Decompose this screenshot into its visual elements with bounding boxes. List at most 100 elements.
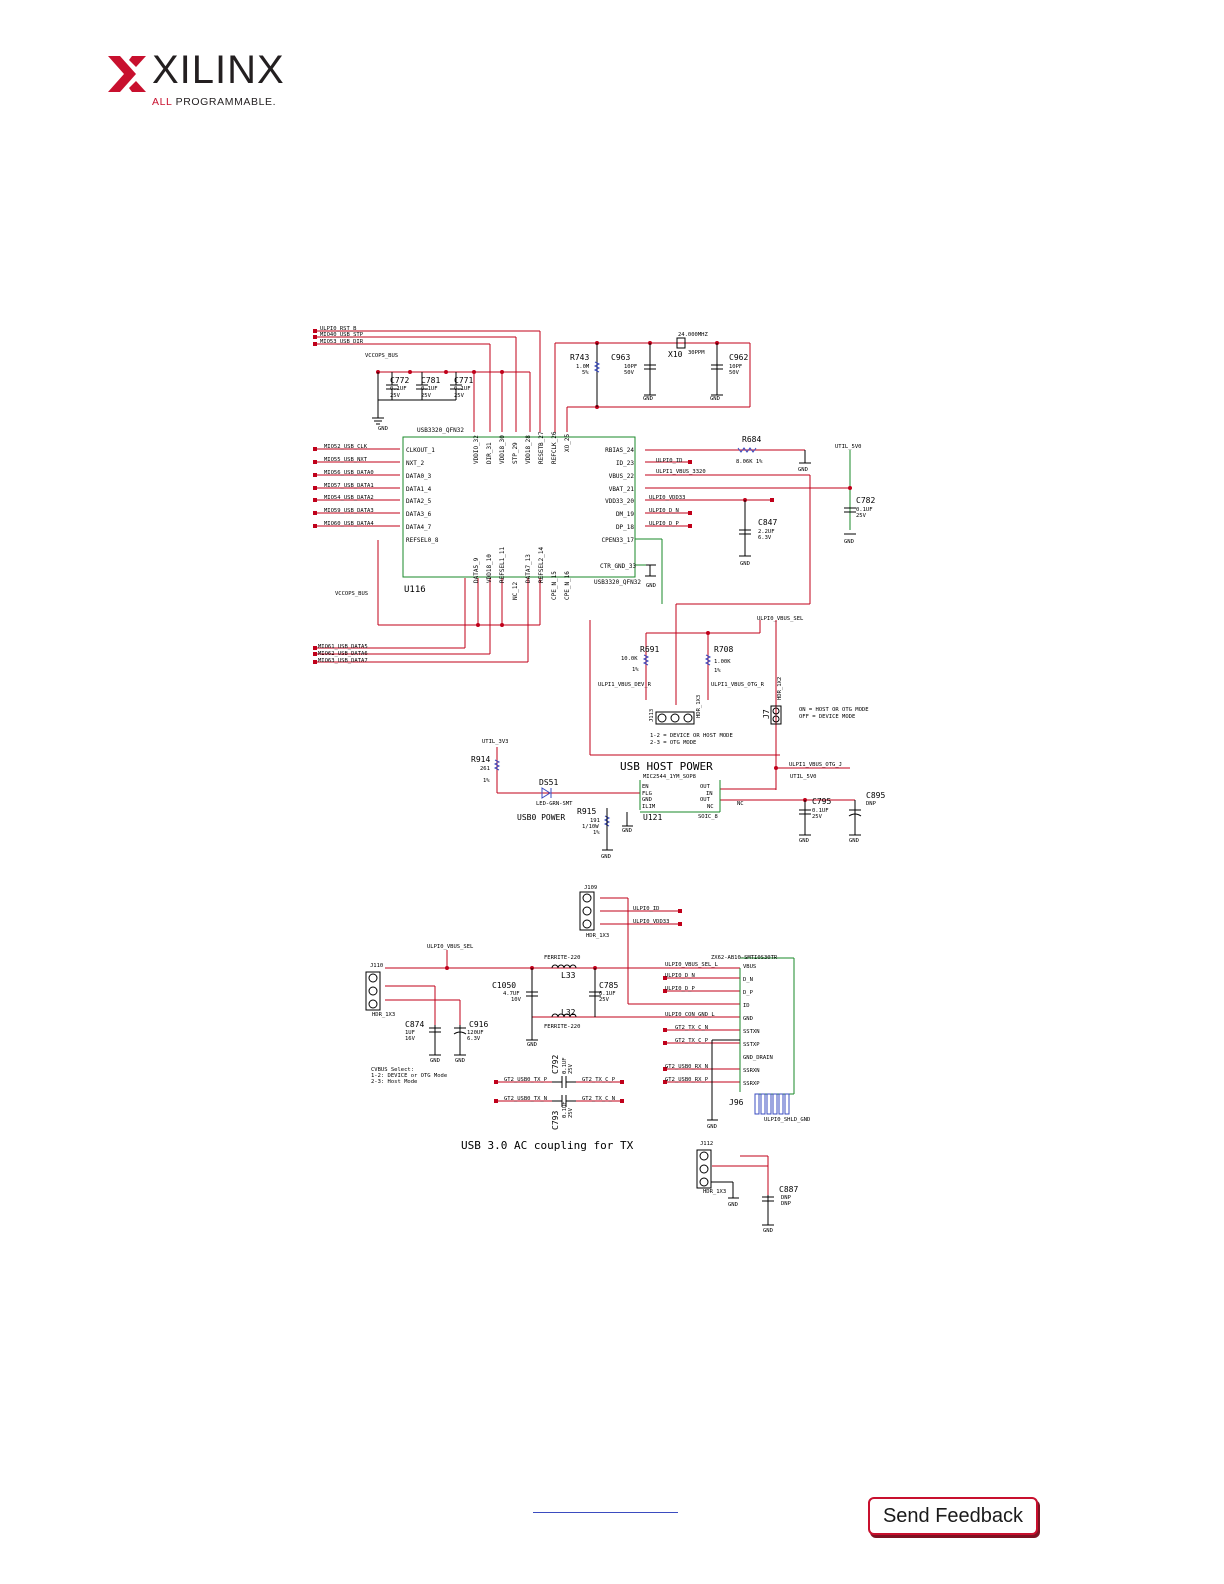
gnd-label: GND xyxy=(844,539,854,545)
gnd-label: GND xyxy=(527,1042,537,1048)
ac-coupling-caption: USB 3.0 AC coupling for TX xyxy=(461,1139,634,1152)
u116-pin-left: DATA1_4 xyxy=(406,486,432,493)
ds51-ref: DS51 xyxy=(539,778,558,787)
gnd-label: GND xyxy=(728,1202,738,1208)
x10-ppm: 30PPM xyxy=(688,350,705,356)
l33-ref: L33 xyxy=(561,971,576,980)
gnd-label: GND xyxy=(455,1058,465,1064)
c781-val: 0.1UF xyxy=(421,386,438,392)
gnd-label: GND xyxy=(710,396,720,402)
j113-note: 1-2 = DEVICE OR HOST MODE xyxy=(650,733,733,739)
footer-link[interactable] xyxy=(533,1512,678,1513)
net-label: ULPI0_D_P xyxy=(649,521,679,527)
u121-pin: ILIM xyxy=(642,804,656,810)
c887-v: DNP xyxy=(781,1201,792,1207)
j112-ref: J112 xyxy=(700,1141,713,1147)
u121-pin: OUT xyxy=(700,797,711,803)
u116-pin-right: CPEN33_17 xyxy=(601,537,634,544)
j96-pin: SSRXP xyxy=(743,1081,760,1087)
u116-pin-top: XO_25 xyxy=(564,434,571,452)
c895-ref: C895 xyxy=(866,791,885,800)
u116-pin-right: VBAT_21 xyxy=(609,486,635,493)
c874-v: 16V xyxy=(405,1036,416,1042)
net-label: MIO60_USB_DATA4 xyxy=(324,521,374,527)
u121-pin: OUT xyxy=(700,784,711,790)
c792-ref: C792 xyxy=(551,1055,560,1074)
c847-val: 2.2UF xyxy=(758,529,775,535)
util-5v0: UTIL_5V0 xyxy=(835,444,862,450)
net-label: GT2_TX_C_P xyxy=(675,1038,709,1044)
u116-pin-bottom: VDD18_10 xyxy=(486,554,493,583)
j96-pin: GND_DRAIN xyxy=(743,1055,773,1061)
c793-ref: C793 xyxy=(551,1111,560,1130)
u121-pkg: SOIC_8 xyxy=(698,814,718,820)
c1050-ref: C1050 xyxy=(492,981,516,990)
u116-pin-left: DATA4_7 xyxy=(406,524,432,531)
c771-val: 0.1UF xyxy=(454,386,471,392)
u116-pin-right: DP_18 xyxy=(616,524,634,531)
r915-tol: 1% xyxy=(593,830,600,836)
net-label: MIO62_USB_DATA6 xyxy=(318,651,368,657)
r684-ref: R684 xyxy=(742,435,761,444)
j7-note: ON = HOST OR OTG MODE xyxy=(799,707,869,713)
net-label: ULPI0_ID xyxy=(656,458,683,464)
net-label: ULPI0_D_N xyxy=(665,973,695,979)
vbus-otg-r: ULPI1_VBUS_OTG_R xyxy=(711,682,765,688)
c782-v: 25V xyxy=(856,513,867,519)
c781-ref: C781 xyxy=(421,376,440,385)
net-label: ULPI1_VBUS_3320 xyxy=(656,469,706,475)
u116-pin-bottom: REFSEL2_14 xyxy=(538,546,545,583)
u121-pin: GND xyxy=(642,797,652,803)
tx-p-in: GT2_USB0_TX_P xyxy=(504,1077,548,1083)
u116-pin-top: VDDIO_32 xyxy=(473,435,480,464)
j109-part: HDR_1X3 xyxy=(586,933,609,939)
c795-ref: C795 xyxy=(812,797,831,806)
net-label: ULPI0_VDD33 xyxy=(633,919,669,925)
c792-val: 0.1UF xyxy=(562,1057,568,1074)
net-label: MIO63_USB_DATA7 xyxy=(318,658,368,664)
u116-pin-bottom: DATA5_9 xyxy=(473,557,480,583)
u116-pin-right: DM_19 xyxy=(616,511,634,518)
net-label: GT2_USB0_RX_N xyxy=(665,1064,708,1070)
u116-pin-right: RBIAS_24 xyxy=(605,447,634,454)
u121-part: MIC2544_1YM_SOP8 xyxy=(643,774,696,780)
r691-val: 10.0K xyxy=(621,656,638,662)
gnd-label: GND xyxy=(378,426,388,432)
net-label: ULPI0_VDD33 xyxy=(649,495,685,501)
x10-freq: 24.000MHZ xyxy=(678,332,708,338)
util-3v3: UTIL_3V3 xyxy=(482,739,509,745)
gnd-label: GND xyxy=(643,396,653,402)
c1050-v: 10V xyxy=(511,997,522,1003)
u121-pin: IN xyxy=(706,791,713,797)
gnd-label: GND xyxy=(799,838,809,844)
c895-val: DNP xyxy=(866,801,877,807)
net-label: MIO55_USB_NXT xyxy=(324,457,368,463)
u116-pin-bottom: NC_12 xyxy=(512,582,519,600)
j110-part: HDR_1X3 xyxy=(372,1012,395,1018)
c772-ref: C772 xyxy=(390,376,409,385)
j96-pin: ID xyxy=(743,1003,750,1009)
j96-pin: SSTXP xyxy=(743,1042,760,1048)
tx-n-in: GT2_USB0_TX_N xyxy=(504,1096,547,1102)
net-label: MIO54_USB_DATA2 xyxy=(324,495,374,501)
r914-ref: R914 xyxy=(471,755,490,764)
u116-pin-left: DATA3_6 xyxy=(406,511,432,518)
util-5v0-b: UTIL_5V0 xyxy=(790,774,817,780)
net-label: ULPI0_CON_GND_L xyxy=(665,1012,715,1018)
c793-val: 0.1UF xyxy=(562,1101,568,1118)
j7-ref: J7 xyxy=(762,709,771,719)
vbus-otg-j: ULPI1_VBUS_OTG_J xyxy=(789,762,842,768)
c963-val: 10PF xyxy=(624,364,637,370)
j96-pin: GND xyxy=(743,1016,753,1022)
u121-pin: FLG xyxy=(642,791,652,797)
r915-ref: R915 xyxy=(577,807,596,816)
gnd-label: GND xyxy=(707,1124,717,1130)
send-feedback-button[interactable]: Send Feedback xyxy=(868,1497,1038,1535)
r915-val: 191 xyxy=(590,818,600,824)
net-label: ULPI0_D_N xyxy=(649,508,679,514)
r915-pwr: 1/10W xyxy=(582,824,599,830)
gnd-label: GND xyxy=(622,828,632,834)
u116-pin-bottom: CPE_N_16 xyxy=(564,571,571,600)
gnd-label: GND xyxy=(430,1058,440,1064)
u116-pin-right: ID_23 xyxy=(616,460,634,467)
